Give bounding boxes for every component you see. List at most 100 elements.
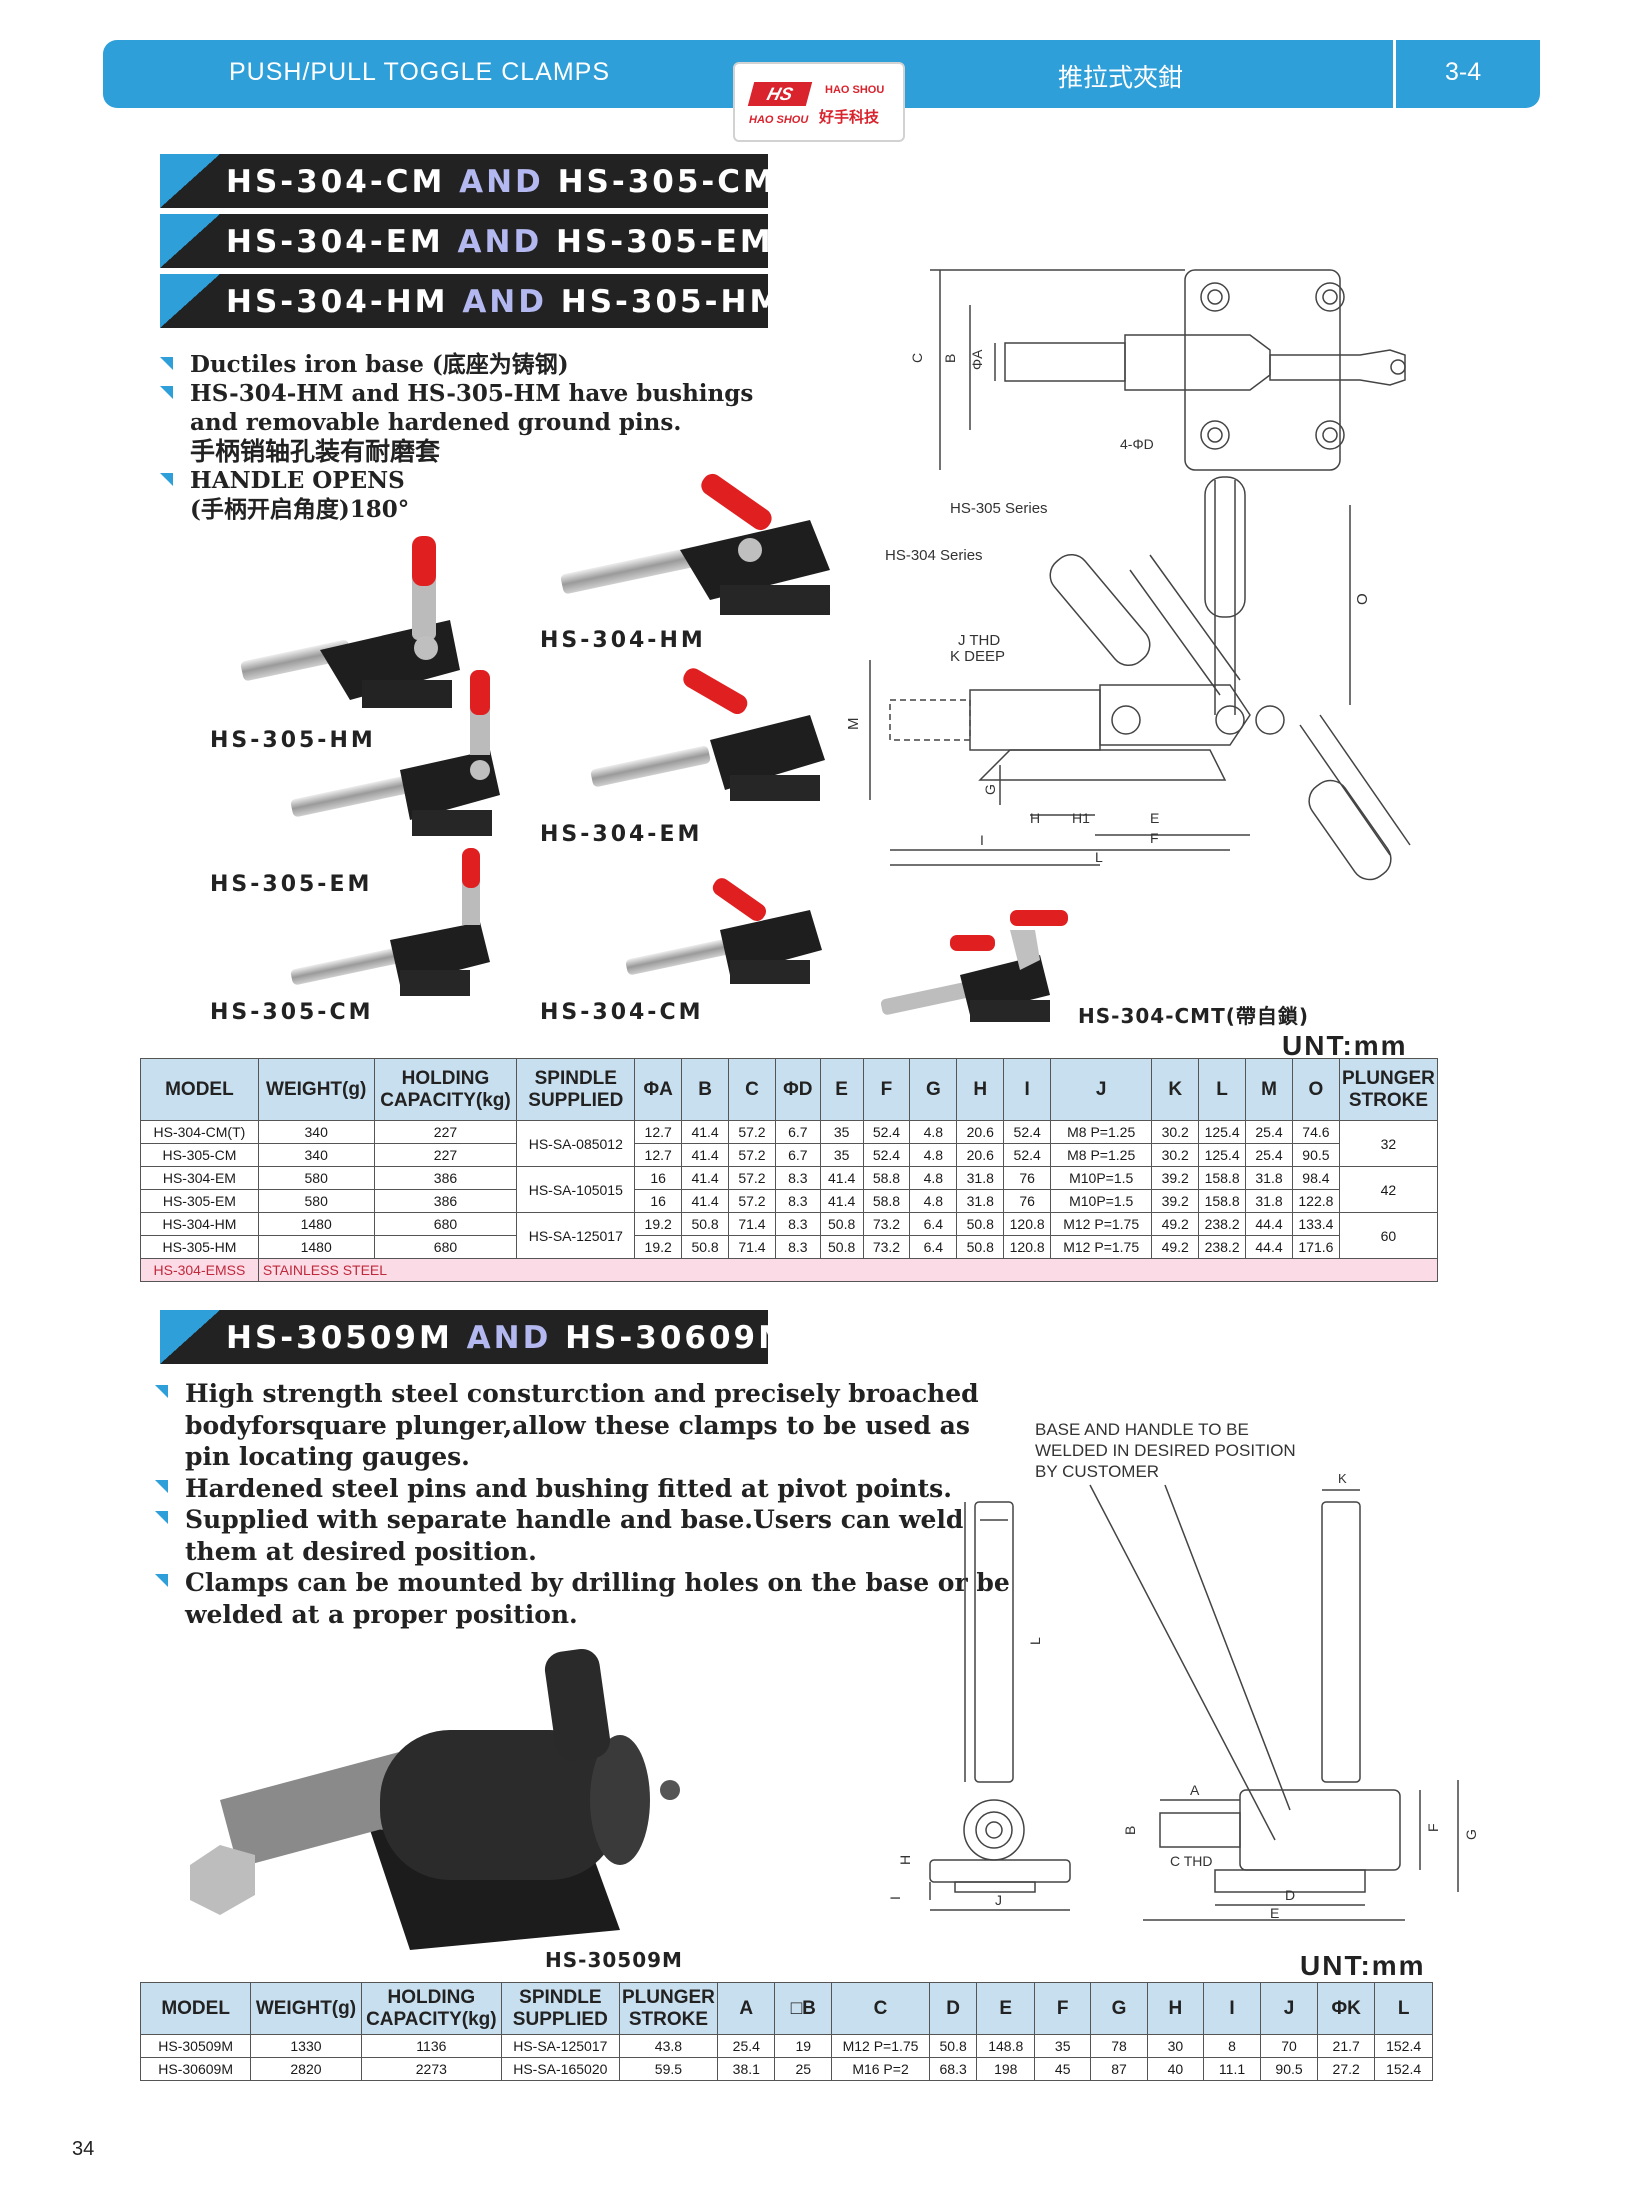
cell-value: M10P=1.5	[1050, 1166, 1153, 1190]
cell-capacity: 680	[373, 1212, 518, 1236]
unit-label-2: UNT:mm	[1300, 1950, 1426, 1981]
column-header-line1: ΦA	[643, 1078, 673, 1100]
caption-304-cm: HS-304-CM	[540, 1000, 704, 1025]
cell-value: 6.4	[909, 1212, 958, 1236]
cell-value: 41.4	[681, 1143, 730, 1167]
column-header-line2: CAPACITY(kg)	[366, 2008, 497, 2030]
column-header: H	[956, 1058, 1005, 1121]
cell-value: 25	[774, 2057, 833, 2081]
logo-badge: HS	[747, 82, 813, 106]
column-header: F	[862, 1058, 911, 1121]
column-header-line1: K	[1168, 1078, 1183, 1100]
column-header: M	[1245, 1058, 1293, 1121]
cell-value: 41.4	[819, 1189, 864, 1213]
cell-value: 31.8	[1245, 1189, 1293, 1213]
caption-304-hm: HS-304-HM	[540, 628, 706, 653]
cell-model: HS-305-HM	[140, 1235, 259, 1259]
cell-value: 12.7	[634, 1120, 683, 1144]
feature-list-2: High strength steel consturction and pre…	[155, 1378, 1010, 1630]
logo-text-cn: 好手科技	[819, 108, 880, 126]
photo-hs-305-em	[290, 670, 500, 836]
cell-model: HS-30609M	[139, 2057, 252, 2081]
ribbon-text: HS-304-HM AND HS-305-HM	[226, 284, 784, 320]
column-header-line2: SUPPLIED	[512, 2008, 608, 2030]
column-header-line1: HOLDING	[401, 1067, 490, 1089]
column-header-line1: A	[739, 1997, 754, 2019]
photo-hs-305-hm	[240, 536, 460, 708]
bullet-arrow-icon	[155, 1479, 168, 1493]
cell-stroke: 60	[1338, 1212, 1439, 1259]
cell-weight: 580	[257, 1166, 375, 1190]
dim-G2: G	[1463, 1829, 1479, 1840]
cell-value: 25.4	[1245, 1120, 1293, 1144]
cell-value: 35	[819, 1120, 864, 1144]
cell-value: 57.2	[728, 1143, 776, 1167]
technical-drawing-1: C B ΦA 4-ΦD HS-305 Series HS-304 Series …	[845, 269, 1411, 881]
column-header-line1: H	[973, 1078, 988, 1100]
column-header-line2: CAPACITY(kg)	[380, 1089, 511, 1111]
column-header-line1: H	[1168, 1997, 1183, 2019]
bullet-item-cont: welded at a proper position.	[185, 1599, 578, 1629]
dim-J2: J	[995, 1892, 1002, 1908]
column-header-line2: STROKE	[1348, 1089, 1429, 1111]
ribbon-triangle	[160, 214, 220, 268]
cell-value: 50.8	[819, 1235, 864, 1259]
thread-label: J THD	[958, 632, 1000, 649]
cell-value: 41.4	[681, 1120, 730, 1144]
dim-C2: C THD	[1170, 1853, 1213, 1869]
photo-hs-304-cmt	[880, 910, 1068, 1022]
dim-L2: L	[1027, 1637, 1043, 1645]
bullet-arrow-icon	[155, 1385, 168, 1398]
cell-stroke: 32	[1338, 1120, 1439, 1167]
cell-model: HS-30509M	[139, 2034, 252, 2058]
photo-hs-304-hm	[560, 473, 830, 615]
dim-D2: D	[1285, 1887, 1295, 1903]
bullet-item: Ductiles iron base (底座为铸钢)	[160, 350, 753, 379]
page-code: 3-4	[1445, 58, 1482, 86]
cell-value: 120.8	[1003, 1235, 1052, 1259]
cell-value: 19.2	[634, 1235, 683, 1259]
weld-note-2: WELDED IN DESIRED POSITION	[1035, 1441, 1296, 1460]
cell-value: 4.8	[909, 1120, 958, 1144]
series-305-label: HS-305 Series	[950, 500, 1048, 517]
cell-value: M12 P=1.75	[1050, 1235, 1153, 1259]
cell-model: HS-304-EMSS	[140, 1258, 259, 1282]
cell-value: 148.8	[976, 2034, 1036, 2058]
cell-value: 41.4	[819, 1166, 864, 1190]
cell-value: 133.4	[1291, 1212, 1340, 1236]
bullet-item: HANDLE OPENS	[160, 466, 753, 495]
column-header-line1: G	[1111, 1997, 1127, 2019]
cell-value: 71.4	[728, 1235, 776, 1259]
ribbon-triangle	[160, 154, 220, 208]
technical-drawing-2: BASE AND HANDLE TO BE WELDED IN DESIRED …	[887, 1420, 1479, 1921]
cell-value: 30.2	[1151, 1120, 1200, 1144]
column-header: WEIGHT(g)	[250, 1982, 362, 2035]
cell-value: 12.7	[634, 1143, 683, 1167]
column-header-line1: J	[1283, 1997, 1295, 2019]
column-header: J	[1260, 1982, 1319, 2035]
cell-value: 125.4	[1198, 1120, 1247, 1144]
column-header-line1: I	[1024, 1078, 1030, 1100]
dim-E2: E	[1270, 1905, 1279, 1921]
cell-value: 238.2	[1198, 1212, 1247, 1236]
header-title-cn: 推拉式夾鉗	[1058, 63, 1184, 92]
column-header-line2: STROKE	[628, 2008, 709, 2030]
cell-value: 49.2	[1151, 1235, 1200, 1259]
dim-F2: F	[1425, 1823, 1441, 1832]
unit-label-1: UNT:mm	[1282, 1030, 1408, 1061]
column-header: O	[1291, 1058, 1340, 1121]
dim-A: ΦA	[969, 349, 985, 370]
cell-value: 59.5	[618, 2057, 719, 2081]
column-header: C	[831, 1982, 930, 2035]
cell-value: 16	[634, 1189, 683, 1213]
caption-304-em: HS-304-EM	[540, 822, 703, 847]
cell-value: 73.2	[862, 1212, 911, 1236]
cell-value: 52.4	[1003, 1143, 1052, 1167]
cell-value: 52.4	[862, 1143, 911, 1167]
cell-value: 50.8	[681, 1212, 730, 1236]
dim-C: C	[909, 353, 925, 363]
